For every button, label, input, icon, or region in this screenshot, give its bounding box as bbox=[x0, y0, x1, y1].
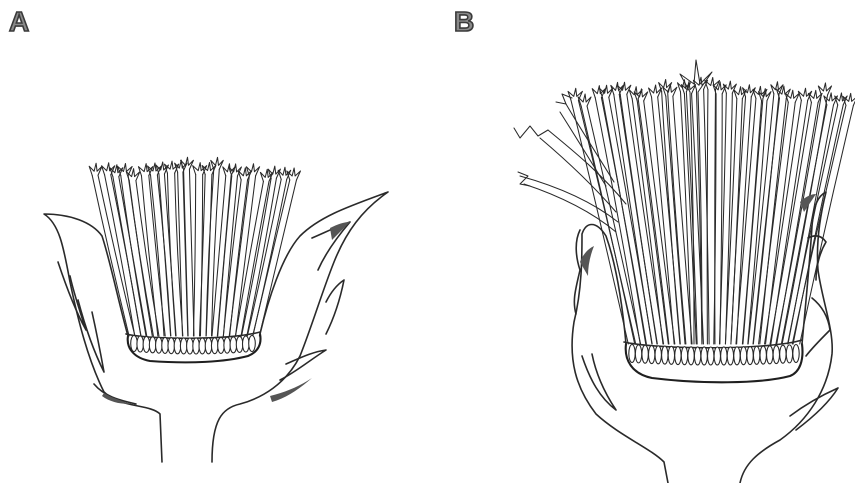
b-achene-8 bbox=[675, 347, 681, 365]
a-achene-19 bbox=[242, 336, 249, 352]
a-floret-tip-8 bbox=[156, 162, 168, 174]
a-achene-4 bbox=[149, 337, 156, 353]
b-floret-tip-6 bbox=[617, 82, 631, 94]
b-achene-22 bbox=[767, 346, 773, 364]
bract-right-a-3 bbox=[280, 350, 326, 380]
b-floret-18 bbox=[725, 99, 742, 344]
bract-right-b-3 bbox=[790, 388, 838, 430]
a-floret-tip-1 bbox=[89, 163, 102, 175]
b-floret-25 bbox=[765, 100, 808, 344]
a-floret-tip-4 bbox=[118, 163, 132, 175]
a-floret-1 bbox=[92, 175, 135, 336]
b-achene-7 bbox=[668, 346, 674, 364]
a-achene-3 bbox=[143, 336, 150, 352]
b-floret-29 bbox=[788, 105, 844, 344]
b-achene-3 bbox=[642, 345, 648, 363]
bract-right-a-2 bbox=[326, 280, 344, 334]
bract-shade-a-3 bbox=[270, 378, 312, 402]
outer-floret-b-3 bbox=[514, 126, 548, 138]
a-floret-16 bbox=[218, 176, 238, 336]
bract-right-b-2 bbox=[806, 298, 830, 356]
a-floret-tip-2 bbox=[102, 163, 115, 175]
b-achene-21 bbox=[760, 346, 766, 364]
b-achene-11 bbox=[694, 347, 700, 365]
b-achene-15 bbox=[721, 347, 727, 365]
a-floret-tip-14 bbox=[211, 157, 224, 169]
b-achene-13 bbox=[708, 347, 714, 365]
a-achene-5 bbox=[156, 337, 163, 353]
a-achene-13 bbox=[205, 338, 212, 354]
a-floret-tip-15 bbox=[223, 164, 235, 176]
a-achene-14 bbox=[211, 338, 218, 354]
b-floret-tip-30 bbox=[843, 93, 855, 105]
bract-left-a-1 bbox=[58, 262, 86, 330]
b-achene-6 bbox=[662, 346, 668, 364]
a-floret-tip-18 bbox=[246, 164, 259, 176]
b-achene-25 bbox=[786, 345, 792, 363]
a-achene-20 bbox=[249, 336, 256, 352]
b-achene-17 bbox=[734, 347, 740, 365]
b-achene-14 bbox=[714, 347, 720, 365]
b-achene-24 bbox=[780, 345, 786, 363]
b-achene-16 bbox=[727, 347, 733, 365]
a-achene-18 bbox=[236, 336, 243, 352]
a-achene-2 bbox=[137, 336, 144, 352]
b-achene-19 bbox=[747, 347, 753, 365]
a-achene-1 bbox=[131, 336, 138, 352]
florets-b bbox=[568, 60, 855, 344]
b-achene-4 bbox=[648, 346, 654, 364]
a-achene-16 bbox=[224, 337, 231, 353]
a-achene-15 bbox=[218, 337, 225, 353]
a-floret-12 bbox=[193, 175, 202, 336]
bract-left-b-1 bbox=[574, 230, 580, 314]
b-achene-10 bbox=[688, 347, 694, 365]
a-achene-11 bbox=[193, 338, 200, 354]
a-achene-6 bbox=[162, 337, 169, 353]
b-achene-26 bbox=[793, 345, 799, 363]
flower-head-b bbox=[514, 60, 855, 483]
b-achene-18 bbox=[740, 347, 746, 365]
a-achene-8 bbox=[174, 338, 181, 354]
b-achene-12 bbox=[701, 347, 707, 365]
flower-head-a bbox=[44, 157, 388, 462]
a-floret-14 bbox=[206, 169, 219, 336]
a-achene-17 bbox=[230, 337, 237, 353]
b-achene-9 bbox=[681, 347, 687, 365]
b-achene-1 bbox=[629, 345, 635, 363]
a-achene-9 bbox=[180, 338, 187, 354]
a-floret-15 bbox=[212, 176, 231, 336]
b-achene-20 bbox=[753, 346, 759, 364]
involucre-right-a bbox=[212, 192, 388, 462]
b-achene-2 bbox=[635, 345, 641, 363]
a-achene-10 bbox=[187, 338, 194, 354]
bract-shade-a-2 bbox=[330, 222, 350, 240]
b-floret-tip-11 bbox=[663, 84, 677, 96]
b-floret-tip-4 bbox=[599, 85, 612, 97]
b-floret-tip-27 bbox=[818, 83, 831, 95]
b-achene-5 bbox=[655, 346, 661, 364]
a-achene-12 bbox=[199, 338, 206, 354]
b-achene-23 bbox=[773, 346, 779, 364]
a-achene-7 bbox=[168, 338, 175, 354]
